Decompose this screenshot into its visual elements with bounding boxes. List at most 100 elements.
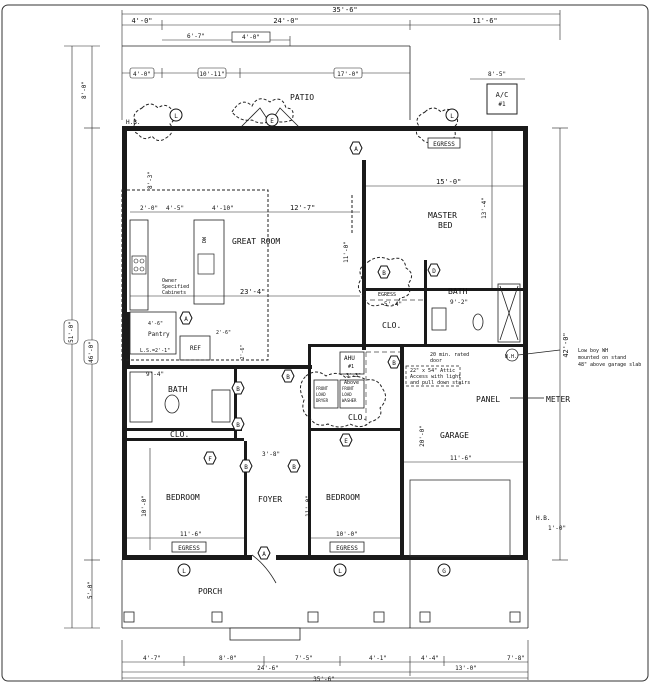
patio-area: 4'-0" 10'-11" 17'-0" PATIO 8'-5" A/C #1 … <box>122 45 525 146</box>
room-pantry: Pantry <box>148 331 170 338</box>
pantry-dim: L.S.=2'-1" <box>140 348 170 354</box>
window-tag-l-1: L <box>174 113 178 120</box>
door-tag-d: D <box>432 268 436 275</box>
attic-3: and pull down stairs <box>410 380 470 386</box>
ac-label-2: #1 <box>498 101 506 108</box>
dim-bath-width: 9'-2" <box>450 299 468 306</box>
washer-3: DRYER <box>316 398 329 403</box>
dim-ref-b: 2'-6" <box>240 344 246 359</box>
window-tag-l-2: L <box>450 113 454 120</box>
master-suite: 15'-0" MASTER BED 13'-4" BATH 9'-2" CLO.… <box>358 131 523 343</box>
room-bedroom-left: BEDROOM <box>166 493 200 502</box>
dim-bed-w-right: 10'-0" <box>336 531 358 538</box>
dim-kitchen-depth: 8'-3" <box>147 171 154 189</box>
room-bath: BATH <box>168 385 187 394</box>
dim-top-center: 24'-0" <box>273 17 298 25</box>
room-master-2: BED <box>438 221 453 230</box>
panel-label: PANEL <box>476 395 500 404</box>
door-tag-e-bed: E <box>344 438 348 445</box>
egress-master: EGRESS <box>378 292 396 298</box>
dim-bottom-c: 7'-5" <box>295 655 313 662</box>
owner-cab-3: Cabinets <box>162 290 186 296</box>
dim-ref-a: 2'-6" <box>216 330 231 336</box>
left-dimensions: 8'-0" 51'-0" 46'-0" 5'-0" <box>63 45 100 629</box>
dim-top-right: 11'-6" <box>472 17 497 25</box>
room-garage: GARAGE <box>440 431 469 440</box>
room-great-room: GREAT ROOM <box>232 237 280 246</box>
dim-bottom-overall: 35'-6" <box>313 676 335 683</box>
washer-1: FRONT <box>316 386 329 391</box>
dim-bottom-a: 4'-7" <box>143 655 161 662</box>
rated-door-2: door <box>430 358 442 364</box>
dim-top-left: 4'-0" <box>131 17 152 25</box>
dryer-3: WASHER <box>342 398 357 403</box>
door-tag-a-1: A <box>354 146 358 153</box>
dryer-2: LOAD <box>342 392 352 397</box>
meter-label: METER <box>546 395 570 404</box>
egress-bed-left: EGRESS <box>178 545 200 552</box>
hb-label: H.B. <box>126 119 140 126</box>
dim-kitchen-a: 2'-0" <box>140 205 158 212</box>
top-dimensions: 35'-6" 4'-0" 24'-0" 11'-6" 6'-7" 4'-0" <box>121 6 561 120</box>
room-ahu: AHU <box>344 355 355 362</box>
owner-cab-1: Owner <box>162 278 177 284</box>
room-ref: REF <box>190 345 201 352</box>
rated-door-1: 20 min. rated <box>430 352 469 358</box>
dim-kitchen-total: 23'-4" <box>240 288 265 296</box>
garage: GARAGE 20'-0" 11'-6" PANEL METER W.H. Lo… <box>404 348 641 463</box>
dim-bottom-d: 4'-1" <box>369 655 387 662</box>
dim-patio-mid: 10'-11" <box>199 71 224 78</box>
dryer-1: FRONT <box>342 386 355 391</box>
dim-foyer-w: 3'-8" <box>262 451 280 458</box>
bedrooms: BEDROOM 10'-0" 11'-6" FOYER BEDROOM 10'-… <box>127 448 400 584</box>
ac-unit <box>486 83 518 115</box>
dim-left-porch: 5'-0" <box>87 581 94 599</box>
door-tag-f: F <box>208 456 212 463</box>
dim-patio-right: 17'-0" <box>337 71 359 78</box>
dim-great-room-width: 12'-7" <box>290 204 315 212</box>
dim-right-overall: 42'-0" <box>562 332 570 357</box>
window-tag-l-bed-right: L <box>338 568 342 575</box>
dim-top-inner-center: 4'-0" <box>242 34 260 41</box>
dw-label: DW <box>202 236 208 243</box>
wh-note-1: Low boy WH <box>578 348 608 354</box>
door-tag-a-2: A <box>184 316 188 323</box>
dim-left-overall-a: 51'-0" <box>68 321 75 343</box>
sheet-border <box>1 4 649 682</box>
dim-garage-depth: 20'-0" <box>419 425 426 447</box>
dim-top-inner-left: 6'-7" <box>187 33 205 40</box>
room-hall-closet: CLO. <box>170 430 189 439</box>
egress-bed-right: EGRESS <box>336 545 358 552</box>
walls <box>122 126 528 560</box>
room-master-closet: CLO. <box>382 321 401 330</box>
door-tag-g: G <box>442 568 446 575</box>
door-tag-b-7: B <box>292 464 296 471</box>
dim-great-room-depth: 11'-0" <box>343 241 350 263</box>
ac-label-1: A/C <box>496 91 509 99</box>
room-foyer: FOYER <box>258 495 282 504</box>
dim-bed-depth-left: 10'-0" <box>141 495 148 517</box>
dim-master-width: 15'-0" <box>436 178 461 186</box>
dim-ac-offset: 8'-5" <box>488 71 506 78</box>
dim-kitchen-b: 4'-5" <box>166 205 184 212</box>
door-tag-e-patio: E <box>270 118 274 125</box>
wh-note-2: mounted on stand <box>578 355 626 361</box>
dim-bottom-e: 4'-4" <box>421 655 439 662</box>
door-tags: A A B D B B B B F B B E A G L L <box>177 141 451 577</box>
dim-pantry-w: 4'-6" <box>148 321 163 327</box>
hb-right-label: H.B. <box>536 515 550 522</box>
room-bedroom-right: BEDROOM <box>326 493 360 502</box>
owner-cab-2: Specified <box>162 284 189 290</box>
door-tag-a-entry: A <box>262 551 266 558</box>
dim-bath2-w: 9'-4" <box>146 371 164 378</box>
door-tag-b-1: B <box>382 270 386 277</box>
porch: PORCH <box>121 479 529 641</box>
dim-ahu: 3'-3" <box>346 373 361 379</box>
washer-2: LOAD <box>316 392 326 397</box>
wh-note-3: 48" above garage slab <box>578 362 641 368</box>
door-tag-b-4: B <box>236 386 240 393</box>
door-tag-b-6: B <box>244 464 248 471</box>
attic-2: Access with light <box>410 374 461 380</box>
door-tag-b-2: B <box>392 360 396 367</box>
